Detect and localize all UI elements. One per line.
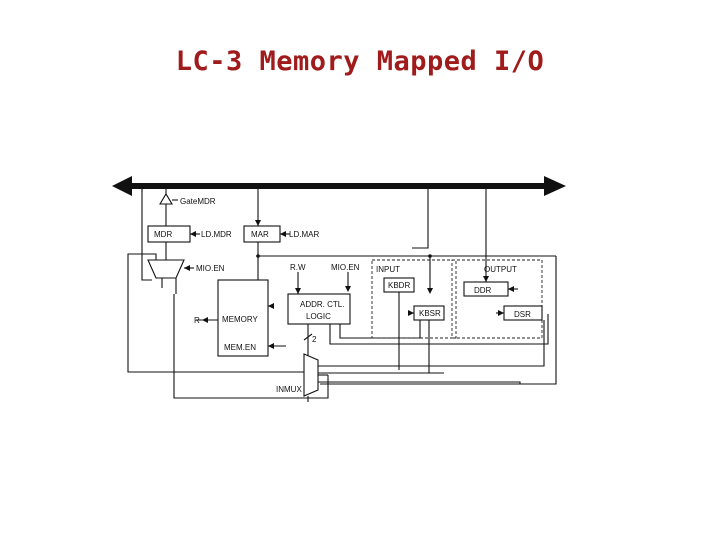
inmux: INMUX — [173, 294, 545, 399]
bus-feed-left — [141, 189, 152, 281]
memory-label: MEMORY — [222, 315, 259, 324]
kbdr-register: KBDR — [383, 189, 429, 370]
dsr-register: DSR — [496, 305, 543, 321]
slide-title: LC-3 Memory Mapped I/O — [175, 46, 545, 77]
dsr-label: DSR — [514, 310, 531, 319]
mdr-label: MDR — [154, 230, 172, 239]
mdr-input-mux: MIO.EN — [127, 253, 308, 373]
dsr-to-inmux — [320, 256, 557, 385]
two-label: 2 — [312, 335, 317, 344]
mdr-register: MDR LD.MDR — [147, 222, 232, 260]
ddr-label: DDR — [474, 286, 492, 295]
output-label: OUTPUT — [484, 265, 517, 274]
kbsr-register: KBSR — [408, 305, 445, 373]
mio-en-left-label: MIO.EN — [196, 264, 225, 273]
system-bus — [112, 176, 566, 196]
input-label: INPUT — [376, 265, 400, 274]
gate-mdr-label: GateMDR — [180, 197, 216, 206]
inmux-label: INMUX — [276, 385, 302, 394]
output-region — [451, 259, 543, 339]
mar-label: MAR — [251, 230, 269, 239]
addr-ctl-logic-label-1: ADDR. CTL. — [300, 300, 344, 309]
memory-block: MEMORY MEM.EN R — [194, 279, 286, 357]
ld-mdr-label: LD.MDR — [201, 230, 232, 239]
gate-mdr-buffer: GateMDR — [159, 189, 216, 222]
mem-en-label: MEM.EN — [224, 343, 256, 352]
ld-mar-label: LD.MAR — [289, 230, 319, 239]
r-label: R — [194, 316, 200, 325]
lc3-memory-mapped-io-diagram: GateMDR MDR LD.MDR MAR LD.MAR MIO.EN — [112, 176, 566, 402]
addr-ctl-logic-label-2: LOGIC — [306, 312, 331, 321]
r-w-label: R.W — [290, 263, 306, 272]
mar-register: MAR LD.MAR — [243, 189, 319, 280]
addr-ctl-logic: ADDR. CTL. LOGIC 2 — [287, 293, 549, 356]
input-region — [371, 259, 457, 339]
kbdr-label: KBDR — [388, 281, 410, 290]
ddr-register: DDR — [463, 189, 518, 297]
mio-en-top-label: MIO.EN — [331, 263, 360, 272]
kbsr-label: KBSR — [419, 309, 441, 318]
